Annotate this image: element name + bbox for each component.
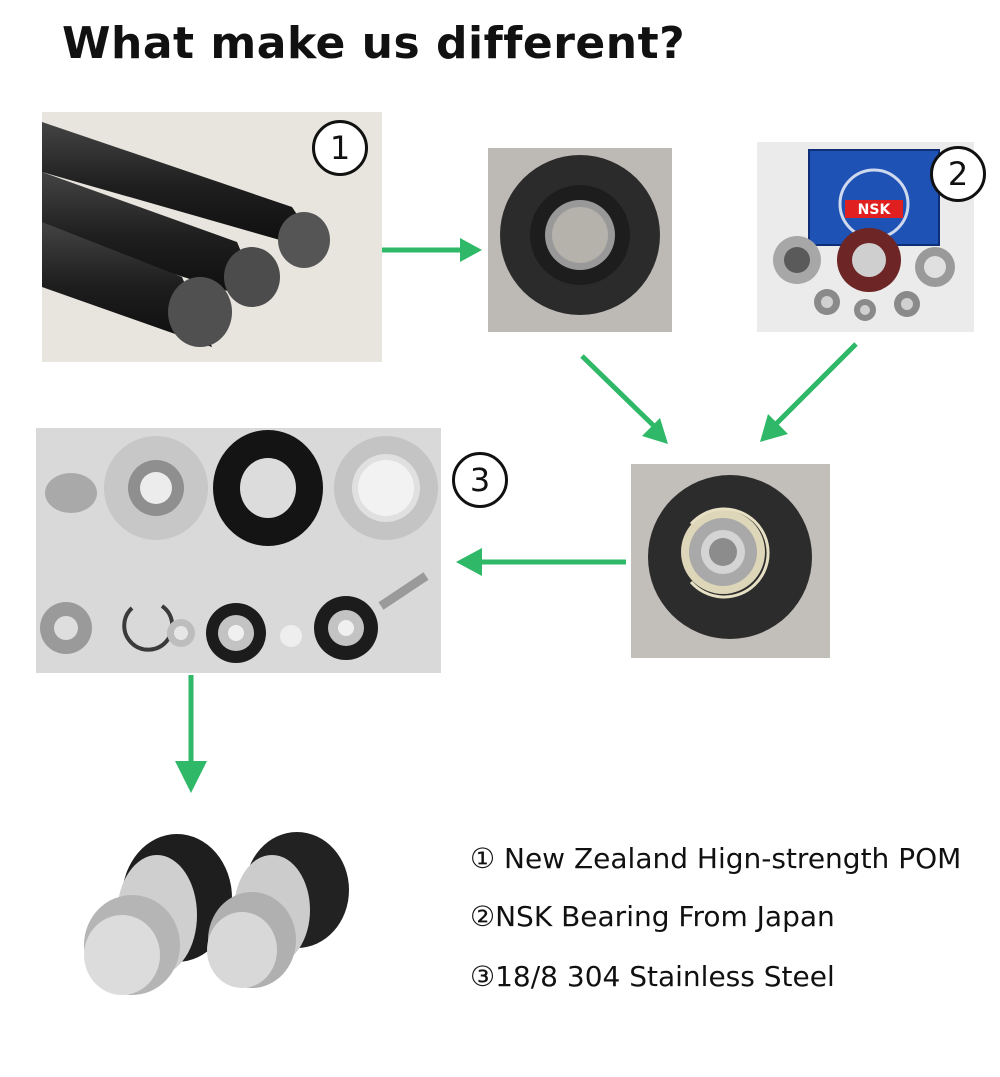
legend-item-pom: ① New Zealand Hign-strength POM bbox=[470, 842, 962, 875]
step-1-badge: 1 bbox=[312, 120, 368, 176]
arrow-diagonal-right bbox=[760, 342, 858, 442]
arrow-right-1 bbox=[382, 238, 482, 262]
arrow-diagonal-left bbox=[580, 354, 668, 444]
components-photo bbox=[36, 428, 441, 673]
legend-item-nsk: ②NSK Bearing From Japan bbox=[470, 900, 835, 933]
assembled-wheel-photo bbox=[631, 464, 830, 658]
nsk-brand-text: NSK bbox=[858, 202, 892, 218]
final-wheels-photo bbox=[62, 820, 392, 1010]
arrow-left bbox=[456, 548, 626, 576]
step-2-badge: 2 bbox=[930, 146, 986, 202]
step-3-badge: 3 bbox=[452, 452, 508, 508]
arrow-down bbox=[175, 675, 207, 793]
nsk-bearings-photo: NSK bbox=[757, 142, 974, 332]
page-title: What make us different? bbox=[62, 18, 686, 69]
legend-item-steel: ③18/8 304 Stainless Steel bbox=[470, 960, 835, 993]
pom-wheel-photo bbox=[488, 148, 672, 332]
